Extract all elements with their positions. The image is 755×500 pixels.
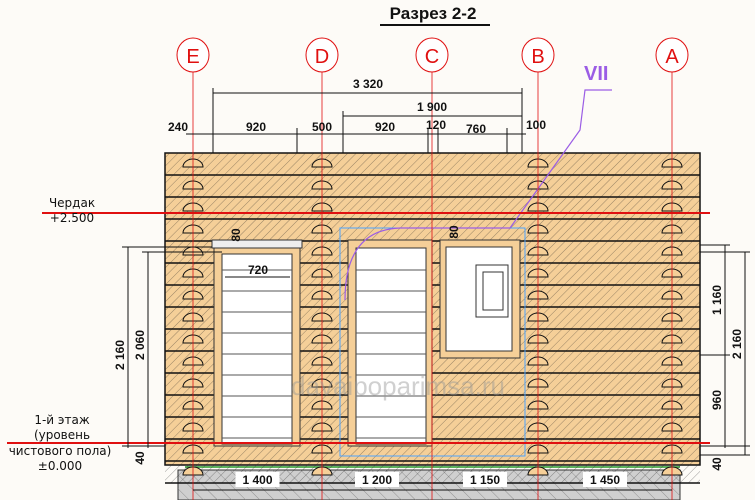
dim-lintel-80-right: 80 [447, 225, 461, 239]
axis-E: E [176, 37, 210, 500]
axis-label: C [425, 46, 439, 68]
dim-chain-4: 120 [426, 118, 446, 132]
axis-bubble [176, 37, 210, 73]
axis-label: D [315, 46, 329, 68]
floor-mark: ±0.000 [38, 459, 82, 473]
node-mark: VII [584, 63, 608, 85]
dim-bottom-2: 1 150 [470, 473, 500, 487]
axis-C: C [415, 37, 449, 500]
dim-chain-6: 100 [526, 118, 546, 132]
dim-sill-960: 960 [710, 390, 724, 410]
left-dimension-lines [122, 246, 290, 448]
dim-door-width: 720 [248, 263, 268, 277]
axis-bubble [415, 37, 449, 73]
floor-label-1: 1-й этаж [34, 413, 90, 427]
door-panels [222, 269, 426, 439]
dim-door-2160: 2 160 [113, 340, 127, 370]
door1-lintel [211, 239, 303, 249]
log-row [165, 175, 700, 197]
dim-base-40: 40 [710, 457, 724, 471]
axis-label: E [186, 46, 199, 68]
node-leader [344, 89, 612, 301]
dim-door-2060: 2 060 [133, 330, 147, 360]
axis-B: B [521, 37, 555, 500]
dim-bottom-0: 1 400 [242, 473, 272, 487]
axis-D: D [305, 37, 339, 500]
dim-bottom-1: 1 200 [362, 473, 392, 487]
door2-opening [355, 247, 427, 445]
dim-right-2160: 2 160 [730, 329, 744, 359]
dim-label-bg [583, 472, 627, 487]
dim-window-1160: 1 160 [710, 285, 724, 315]
log-row [165, 219, 700, 241]
axis-label: A [665, 46, 679, 68]
log-row [165, 197, 700, 219]
dim-chain-5: 760 [466, 122, 486, 136]
dim-sill-40: 40 [133, 451, 147, 465]
top-dimension-lines [186, 88, 526, 153]
dim-chain-3: 920 [375, 120, 395, 134]
dim-label-bg [355, 472, 399, 487]
dim-overall: 3 320 [353, 77, 383, 91]
floor-label-3: чистового пола) [9, 444, 112, 458]
log-row [165, 461, 700, 483]
log-row [165, 153, 700, 175]
axis-bubble [655, 37, 689, 73]
window-pane [482, 271, 504, 311]
dim-chain-0: 240 [168, 120, 188, 134]
attic-label: Чердак [49, 196, 95, 210]
dim-chain-1: 920 [246, 120, 266, 134]
attic-mark: +2.500 [50, 211, 94, 225]
section-title: Разрез 2-2 [390, 4, 477, 23]
dim-lintel-80-left: 80 [229, 228, 243, 242]
dim-1900: 1 900 [417, 100, 447, 114]
right-dimension-lines [700, 244, 750, 456]
dim-label-bg [235, 472, 280, 487]
dim-label-bg [463, 472, 507, 487]
watermark: davaipoparimsa.ru [291, 371, 505, 401]
axis-label: B [531, 46, 544, 68]
dim-bottom-3: 1 450 [590, 473, 620, 487]
axis-A: A [655, 37, 689, 500]
axis-bubble [521, 37, 555, 73]
floor-label-2: (уровень [34, 428, 90, 442]
door1-opening [221, 253, 293, 445]
dim-chain-2: 500 [312, 120, 332, 134]
axis-bubble [305, 37, 339, 73]
